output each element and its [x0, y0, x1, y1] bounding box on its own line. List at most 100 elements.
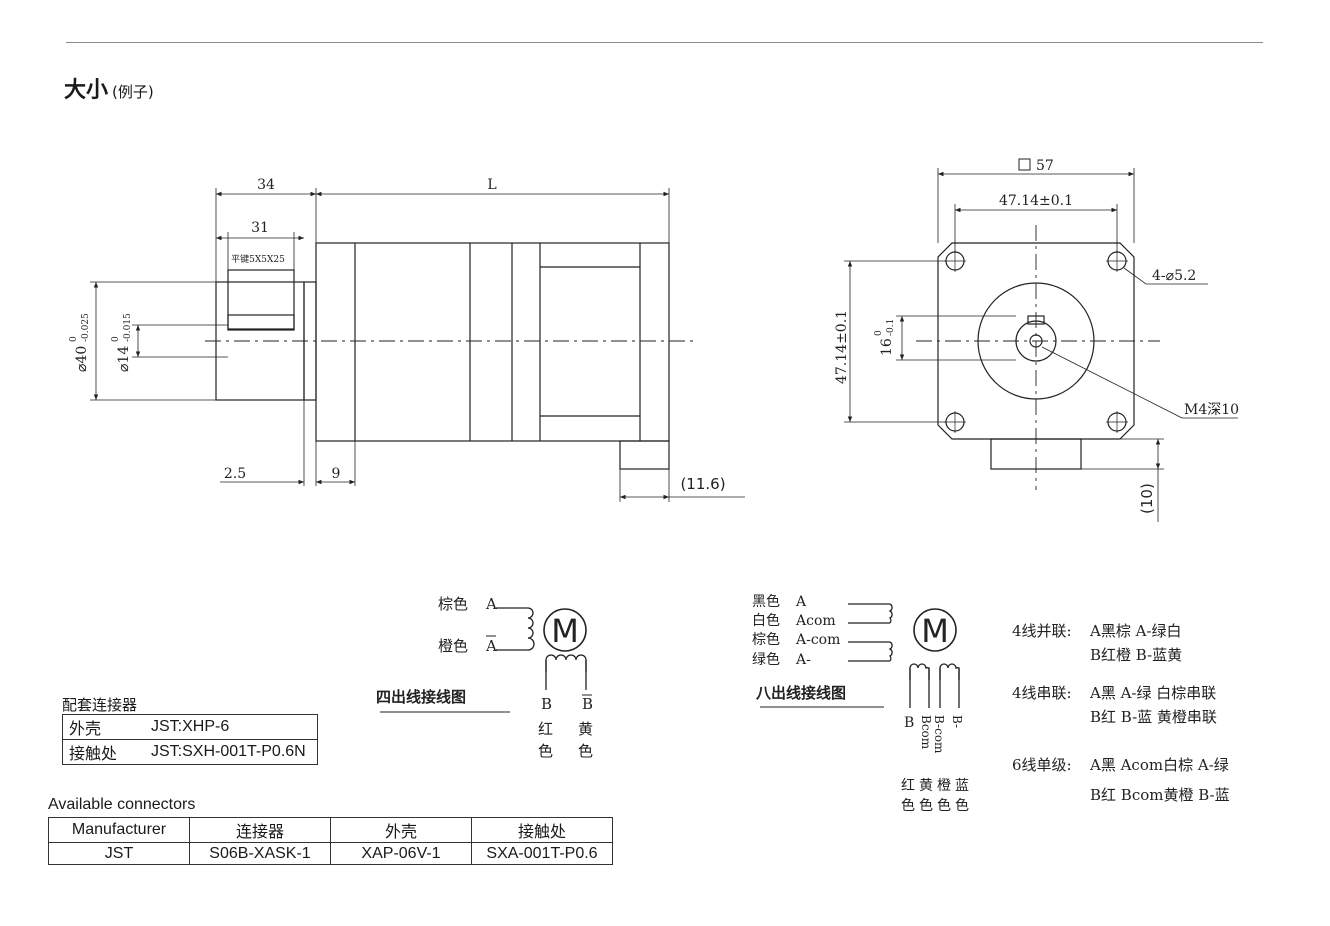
connector-value: JST:XHP-6 [145, 714, 318, 740]
wiring-8-diagram: 黑色 A 白色 Acom 棕色 A-com 绿色 A- M 八出线接线图 B B… [752, 593, 969, 814]
connector-key: 接触处 [62, 739, 145, 765]
w8-row0-color: 黑色 [752, 593, 780, 610]
coil-b [545, 654, 587, 672]
w8-col3-c2: 色 [955, 797, 969, 814]
page-subtitle: (例子) [112, 83, 154, 101]
front-view [844, 168, 1238, 522]
shaft [227, 269, 295, 331]
dim-31: 31 [251, 220, 269, 236]
table-header-row: Manufacturer 连接器 外壳 接触处 [48, 817, 613, 843]
b-color-2: 色 [538, 742, 553, 760]
table-row: JST S06B-XASK-1 XAP-06V-1 SXA-001T-P0.6 [48, 842, 613, 865]
dim-47-top: 47.14±0.1 [999, 193, 1073, 209]
coil-a-upper [888, 603, 893, 624]
header-cell: 外壳 [330, 817, 472, 843]
table-row: 外壳 JST:XHP-6 [62, 714, 318, 740]
page-title: 大小(例子) [64, 78, 154, 103]
dia-14-tol-bot: -0.015 [123, 313, 133, 342]
w8-bottom-3: B- [950, 715, 964, 728]
connectors-table: 外壳 JST:XHP-6 接触处 JST:SXH-001T-P0.6N [62, 714, 318, 765]
key-label: 平键5X5X25 [231, 253, 285, 265]
dia-16-tol-top: 0 [874, 330, 884, 336]
connector-value: JST:SXH-001T-P0.6N [145, 739, 318, 765]
w8-col1-c1: 黄 [919, 777, 933, 794]
dim-34: 34 [257, 177, 275, 193]
w8-bottom-1: Bcom [919, 715, 933, 750]
parallel-2: B红橙 B-蓝黄 [1090, 646, 1182, 664]
bbar-color-1: 黄 [578, 720, 593, 738]
single-label: 6线单级: [1012, 756, 1072, 774]
data-cell: JST [48, 842, 190, 865]
square-symbol [1018, 158, 1031, 171]
dim-11-6: (11.6) [680, 475, 725, 493]
front-view-labels: 57 47.14±0.1 4-⌀5.2 M4深10 47.14±0.1 16 0… [834, 158, 1239, 514]
shaft-boss [215, 281, 305, 401]
series-2: B红 B-蓝 黄橙串联 [1090, 708, 1217, 726]
w8-row2-color: 棕色 [752, 631, 780, 648]
dia-40: ⌀40 [74, 346, 90, 372]
holes-label: 4-⌀5.2 [1152, 268, 1196, 284]
shaft-key [227, 314, 295, 330]
dim-L: L [487, 177, 496, 193]
wiring-4-title: 四出线接线图 [376, 688, 466, 706]
single-2: B红 Bcom黄橙 B-蓝 [1090, 786, 1230, 804]
motor-letter-8: M [921, 612, 949, 650]
w8-col0-c2: 色 [901, 797, 915, 814]
data-cell: SXA-001T-P0.6 [471, 842, 613, 865]
dia-16-tol-bot: -0.1 [886, 319, 896, 336]
w8-bottom-0: B [904, 715, 914, 731]
w8-row3-color: 绿色 [752, 651, 780, 668]
w8-bottom-2: B-com [932, 715, 946, 754]
wire-a-color: 棕色 [438, 595, 468, 613]
connectors-title: 配套连接器 [62, 696, 138, 714]
dim-10: (10) [1138, 483, 1156, 514]
motor-symbol-8 [913, 608, 957, 652]
w8-col1-c2: 色 [919, 797, 933, 814]
wire-a: A [485, 595, 497, 613]
coil-a-lower [888, 641, 893, 662]
b-color-1: 红 [538, 720, 553, 738]
table-row: 接触处 JST:SXH-001T-P0.6N [62, 739, 318, 765]
wire-abar-color: 橙色 [438, 637, 468, 655]
w8-col2-c1: 橙 [937, 778, 951, 794]
thread-label: M4深10 [1184, 402, 1239, 418]
series-label: 4线串联: [1012, 684, 1072, 702]
coil-b-left [909, 663, 930, 680]
dia-14: ⌀14 [116, 346, 132, 372]
side-view-labels: 34 L 31 平键5X5X25 ⌀40 0 -0.025 ⌀14 0 -0.0… [69, 177, 726, 493]
available-table: Manufacturer 连接器 外壳 接触处 JST S06B-XASK-1 … [48, 817, 613, 865]
top-divider [66, 42, 1263, 43]
dim-57: 57 [1036, 158, 1054, 174]
header-cell: 接触处 [471, 817, 613, 843]
connector-housing [619, 440, 670, 470]
w8-row0-name: A [795, 594, 807, 610]
series-1: A黑 A-绿 白棕串联 [1089, 684, 1216, 702]
dia-40-tol-bot: -0.025 [81, 313, 91, 342]
w8-row2-name: A-com [795, 632, 840, 648]
header-cell: Manufacturer [48, 817, 190, 843]
bbar-color-2: 色 [578, 742, 593, 760]
connector-key: 外壳 [62, 714, 145, 740]
wire-b: B [541, 695, 552, 713]
motor-body-outline [315, 242, 670, 442]
connection-modes: 4线并联: A黑棕 A-绿白 B红橙 B-蓝黄 4线串联: A黑 A-绿 白棕串… [1012, 622, 1230, 804]
wiring-8-title: 八出线接线图 [755, 684, 846, 702]
single-1: A黑 Acom白棕 A-绿 [1089, 756, 1229, 774]
data-cell: XAP-06V-1 [330, 842, 472, 865]
w8-col2-c2: 色 [937, 797, 951, 814]
parallel-label: 4线并联: [1012, 622, 1072, 640]
dim-47-side: 47.14±0.1 [834, 310, 850, 384]
parallel-1: A黑棕 A-绿白 [1089, 622, 1182, 640]
motor-symbol [543, 608, 587, 652]
header-cell: 连接器 [189, 817, 331, 843]
dim-2-5: 2.5 [224, 466, 246, 482]
motor-letter: M [551, 612, 579, 650]
w8-col3-c1: 蓝 [955, 778, 969, 794]
wire-bbar: B [582, 695, 593, 713]
w8-row3-name: A- [795, 652, 811, 668]
wire-abar: A [485, 637, 497, 655]
data-cell: S06B-XASK-1 [189, 842, 331, 865]
wiring-4-diagram: 棕色 A 橙色 A M 四出线接线图 B B 红 色 黄 色 [376, 595, 593, 760]
side-view [90, 188, 745, 502]
